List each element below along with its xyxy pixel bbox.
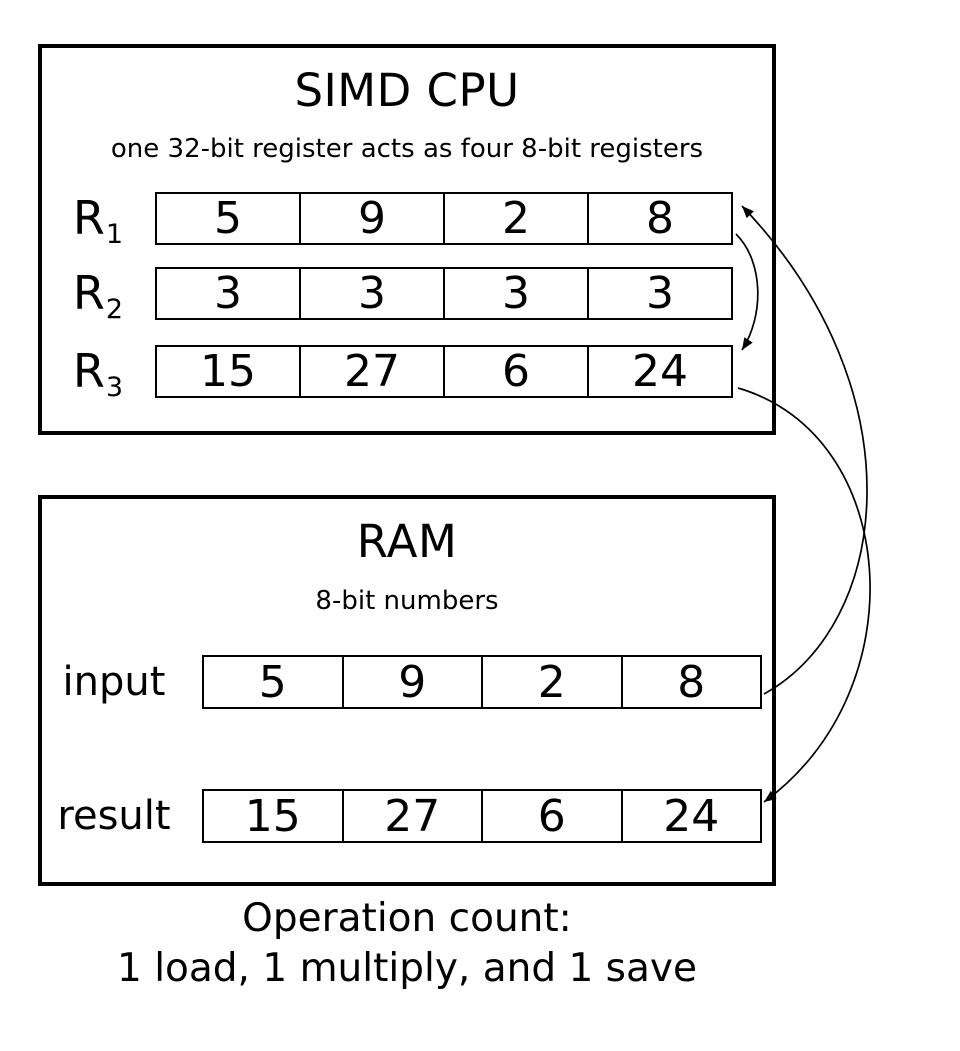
register-r3-cells: 15 27 6 24 [155,345,733,398]
ram-cell: 2 [481,655,623,709]
register-cell: 9 [299,192,445,245]
ram-result-cells: 15 27 6 24 [202,789,762,843]
cell-value: 15 [200,346,256,397]
register-cell: 2 [443,192,589,245]
cpu-subtitle: one 32-bit register acts as four 8-bit r… [110,134,704,164]
register-label-r1: R1 [55,192,140,252]
cell-value: 5 [258,656,287,708]
cell-value: 6 [537,790,566,842]
cell-value: 3 [646,268,674,319]
register-cell: 24 [587,345,733,398]
cell-value: 2 [502,193,530,244]
register-cell: 15 [155,345,301,398]
ram-cell: 5 [202,655,344,709]
register-cell: 5 [155,192,301,245]
register-cell: 8 [587,192,733,245]
register-cell: 27 [299,345,445,398]
ram-input-label: input [62,659,166,705]
register-letter: R [72,191,105,245]
cell-value: 6 [502,346,530,397]
ram-cell: 9 [341,655,483,709]
cell-value: 8 [646,193,674,244]
register-cell: 3 [155,267,301,320]
caption-line-1: Operation count: [242,896,572,941]
register-cell: 6 [443,345,589,398]
cell-value: 24 [663,790,720,842]
register-cell: 3 [443,267,589,320]
register-label-r3: R3 [55,345,140,405]
ram-subtitle: 8-bit numbers [315,586,499,616]
cell-value: 9 [358,193,386,244]
ram-cell: 27 [341,789,483,843]
ram-cell: 8 [620,655,762,709]
ram-cell: 6 [481,789,623,843]
cpu-title: SIMD CPU [294,64,520,117]
cell-value: 2 [537,656,566,708]
register-r1-cells: 5 9 2 8 [155,192,733,245]
register-label-r2: R2 [55,267,140,327]
cell-value: 3 [214,268,242,319]
register-letter: R [72,344,105,398]
register-cell: 3 [587,267,733,320]
register-subscript: 3 [105,372,124,403]
cell-value: 5 [214,193,242,244]
register-r2-cells: 3 3 3 3 [155,267,733,320]
ram-cell: 15 [202,789,344,843]
cell-value: 15 [244,790,301,842]
operation-count-caption: Operation count: 1 load, 1 multiply, and… [38,894,776,994]
ram-input-cells: 5 9 2 8 [202,655,762,709]
cell-value: 3 [502,268,530,319]
cell-value: 9 [398,656,427,708]
cell-value: 27 [344,346,400,397]
cell-value: 8 [677,656,706,708]
register-subscript: 2 [105,294,124,325]
caption-line-2: 1 load, 1 multiply, and 1 save [117,945,697,991]
register-subscript: 1 [105,219,124,250]
ram-cell: 24 [620,789,762,843]
register-cell: 3 [299,267,445,320]
cell-value: 27 [384,790,441,842]
cell-value: 3 [358,268,386,319]
register-letter: R [72,266,105,320]
cell-value: 24 [632,346,688,397]
ram-title: RAM [356,515,458,568]
ram-result-label: result [57,793,171,839]
